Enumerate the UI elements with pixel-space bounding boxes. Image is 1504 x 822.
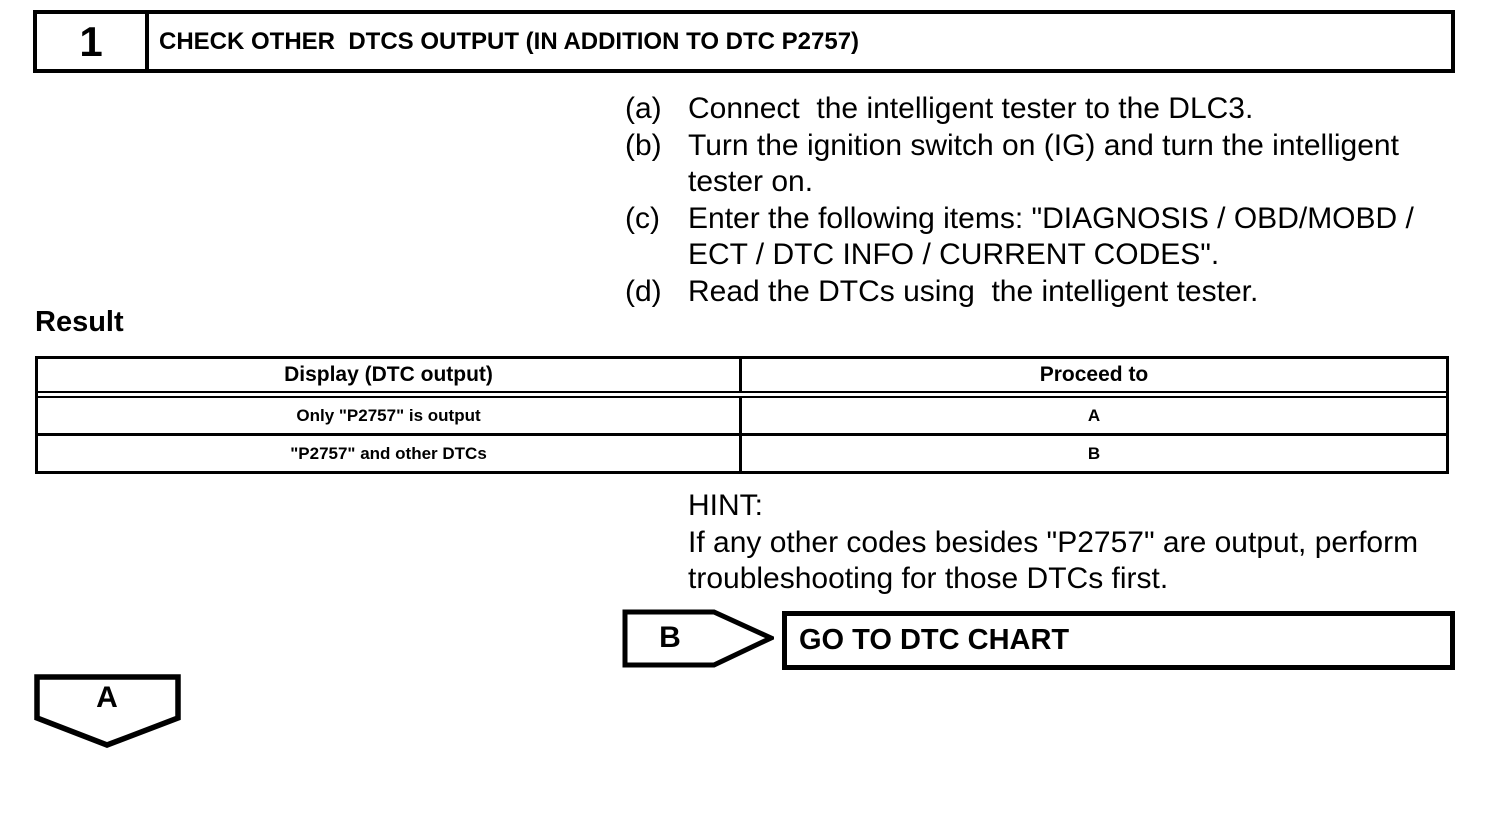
step-marker: (c)	[625, 201, 660, 235]
step-text: Connect the intelligent tester to the DL…	[688, 92, 1254, 125]
column-header-display: Display (DTC output)	[38, 359, 742, 391]
table-row: Only "P2757" is output A	[38, 398, 1446, 436]
step-marker: (a)	[625, 92, 662, 125]
branch-b-arrow-icon	[622, 609, 774, 668]
branch-b-label: B	[659, 621, 681, 654]
hint-label: HINT:	[688, 489, 763, 522]
step-text: Turn the ignition switch on (IG) and tur…	[688, 128, 1408, 199]
cell-proceed-to: B	[1087, 443, 1101, 463]
result-heading: Result	[35, 306, 124, 338]
result-table: Display (DTC output) Proceed to Only "P2…	[35, 356, 1449, 474]
hint-text: If any other codes besides "P2757" are o…	[688, 525, 1427, 596]
cell-display: Only "P2757" is output	[38, 398, 742, 433]
instruction-step-c: (c) Enter the following items: "DIAGNOSI…	[625, 201, 1455, 274]
step-title: CHECK OTHER DTCS OUTPUT (IN ADDITION TO …	[159, 27, 860, 55]
table-header-row: Display (DTC output) Proceed to	[38, 359, 1446, 398]
step-text: Enter the following items: "DIAGNOSIS / …	[688, 201, 1423, 272]
cell-display: "P2757" and other DTCs	[38, 436, 742, 471]
branch-a-label: A	[96, 681, 118, 714]
column-header-proceed-to: Proceed to	[1039, 363, 1149, 386]
hint-block: HINT: If any other codes besides "P2757"…	[688, 488, 1448, 598]
table-row: "P2757" and other DTCs B	[38, 436, 1446, 471]
step-marker: (b)	[625, 128, 662, 162]
instruction-list: (a) Connect the intelligent tester to th…	[625, 91, 1455, 310]
step-text: Read the DTCs using the intelligent test…	[688, 274, 1259, 308]
step-marker: (d)	[625, 274, 662, 308]
instruction-step-d: (d) Read the DTCs using the intelligent …	[625, 274, 1455, 311]
instruction-step-b: (b) Turn the ignition switch on (IG) and…	[625, 128, 1455, 201]
step-header: 1 CHECK OTHER DTCS OUTPUT (IN ADDITION T…	[33, 10, 1455, 73]
instruction-step-a: (a) Connect the intelligent tester to th…	[625, 91, 1455, 128]
goto-dtc-chart-box: GO TO DTC CHART	[782, 611, 1455, 670]
step-number: 1	[37, 14, 149, 69]
cell-proceed-to: A	[1087, 405, 1101, 425]
branch-a-connector-icon	[34, 674, 181, 748]
